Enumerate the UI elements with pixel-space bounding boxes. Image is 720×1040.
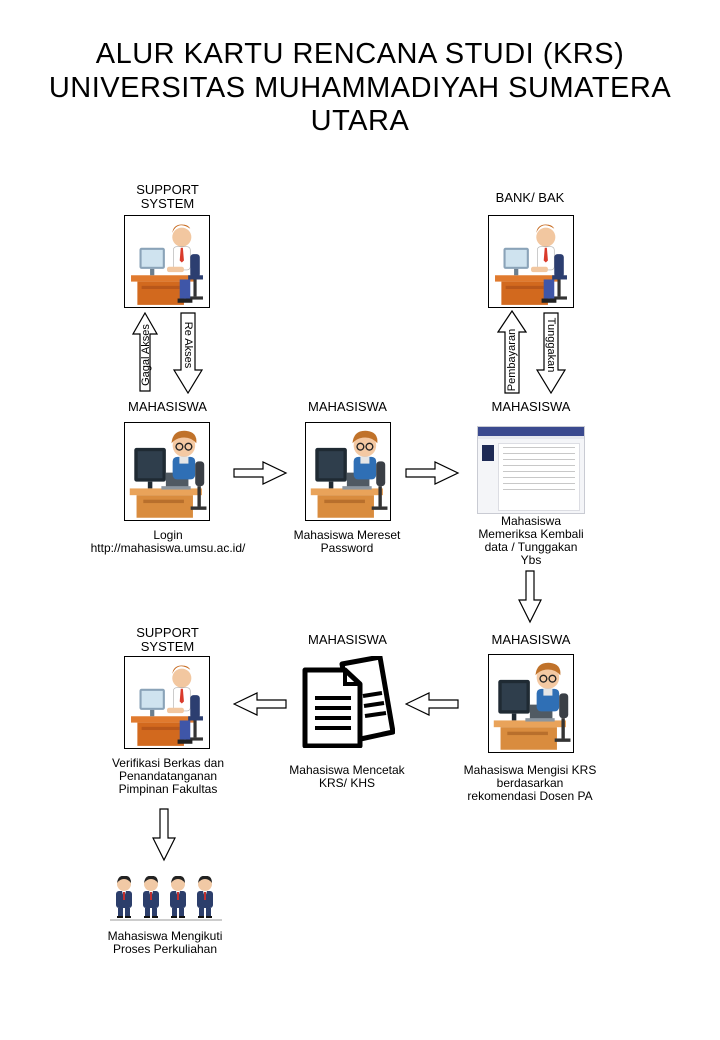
support-top-role: SUPPORT SYSTEM bbox=[110, 183, 225, 211]
support-bottom-role-line2: SYSTEM bbox=[140, 639, 195, 654]
mhs-print-caption-line2: KRS/ KHS bbox=[318, 776, 375, 790]
diagram-title-line2: UNIVERSITAS MUHAMMADIYAH SUMATERA UTARA bbox=[48, 72, 672, 137]
mhs-login-box bbox=[124, 422, 210, 521]
mhs-print-role: MAHASISWA bbox=[308, 632, 387, 647]
tunggakan-label: Tunggakan bbox=[545, 317, 557, 373]
arrow-check-to-fill bbox=[518, 570, 542, 623]
support-bottom-caption-line2: Penandatanganan bbox=[118, 769, 218, 783]
gagal-akses-label: Gagal Akses bbox=[140, 324, 152, 386]
mhs-login-caption-line2: http://mahasiswa.umsu.ac.id/ bbox=[90, 541, 246, 555]
students-group-icon bbox=[110, 876, 222, 921]
student-computer-icon bbox=[493, 662, 572, 751]
student-computer-icon bbox=[310, 430, 389, 519]
office-worker-icon bbox=[130, 664, 204, 747]
arrow-support-to-students bbox=[152, 808, 176, 861]
student-computer-icon bbox=[129, 430, 208, 519]
students-caption-line1: Mahasiswa Mengikuti bbox=[107, 929, 223, 943]
mhs-fill-caption-line3: rekomendasi Dosen PA bbox=[467, 789, 593, 803]
support-bottom-role: SUPPORT SYSTEM bbox=[110, 626, 225, 654]
arrow-fill-to-print bbox=[405, 692, 459, 716]
mhs-fill-caption: Mahasiswa Mengisi KRS berdasarkan rekome… bbox=[455, 764, 605, 803]
support-top-role-line1: SUPPORT bbox=[136, 182, 199, 197]
arrow-reset-to-check bbox=[405, 461, 459, 485]
support-top-role-line2: SYSTEM bbox=[140, 196, 195, 211]
support-bottom-caption-line1: Verifikasi Berkas dan bbox=[111, 756, 225, 770]
students-caption: Mahasiswa Mengikuti Proses Perkuliahan bbox=[90, 930, 240, 956]
student-portal-screenshot bbox=[477, 426, 585, 514]
pembayaran-label: Pembayaran bbox=[506, 328, 518, 392]
support-top-box bbox=[124, 215, 210, 308]
documents-icon bbox=[302, 656, 395, 748]
mhs-reset-box bbox=[305, 422, 391, 521]
mhs-login-role: MAHASISWA bbox=[128, 399, 207, 414]
mhs-login-caption-line1: Login bbox=[153, 528, 183, 542]
arrow-login-to-reset bbox=[233, 461, 287, 485]
mhs-check-caption-line3: data / Tunggakan bbox=[484, 540, 578, 554]
mhs-fill-box bbox=[488, 654, 574, 753]
mhs-fill-caption-line1: Mahasiswa Mengisi KRS bbox=[463, 763, 597, 777]
support-bottom-role-line1: SUPPORT bbox=[136, 625, 199, 640]
mhs-fill-caption-line2: berdasarkan bbox=[496, 776, 564, 790]
mhs-print-caption-line1: Mahasiswa Mencetak bbox=[289, 763, 405, 777]
mhs-fill-role: MAHASISWA bbox=[491, 632, 571, 647]
pembayaran-arrow bbox=[497, 310, 527, 394]
support-bottom-box bbox=[124, 656, 210, 749]
bank-role: BANK/ BAK bbox=[495, 190, 565, 205]
bank-box bbox=[488, 215, 574, 308]
mhs-check-caption-line2: Memeriksa Kembali bbox=[478, 527, 584, 541]
mhs-reset-caption-line1: Mahasiswa Mereset bbox=[293, 528, 401, 542]
mhs-check-caption-line4: Ybs bbox=[520, 553, 542, 567]
portal-avatar bbox=[482, 445, 494, 461]
mhs-reset-caption: Mahasiswa Mereset Password bbox=[272, 529, 422, 555]
portal-data-panel bbox=[498, 443, 580, 511]
office-worker-icon bbox=[494, 223, 568, 306]
re-akses-arrow bbox=[173, 312, 203, 394]
mhs-login-caption: Login http://mahasiswa.umsu.ac.id/ bbox=[70, 529, 266, 555]
gagal-akses-arrow bbox=[132, 312, 158, 392]
mhs-check-caption-line1: Mahasiswa bbox=[500, 514, 562, 528]
office-worker-icon bbox=[130, 223, 204, 306]
tunggakan-arrow bbox=[536, 312, 566, 394]
arrow-print-to-support bbox=[233, 692, 287, 716]
mhs-check-role: MAHASISWA bbox=[491, 399, 571, 414]
diagram-title-line1: ALUR KARTU RENCANA STUDI (KRS) bbox=[95, 38, 625, 70]
support-bottom-caption-line3: Pimpinan Fakultas bbox=[118, 782, 218, 796]
re-akses-label: Re Akses bbox=[182, 321, 194, 369]
mhs-check-caption: Mahasiswa Memeriksa Kembali data / Tungg… bbox=[462, 515, 600, 567]
students-caption-line2: Proses Perkuliahan bbox=[112, 942, 218, 956]
support-bottom-caption: Verifikasi Berkas dan Penandatanganan Pi… bbox=[94, 757, 242, 796]
portal-header-bar bbox=[478, 427, 584, 436]
mhs-print-caption: Mahasiswa Mencetak KRS/ KHS bbox=[272, 764, 422, 790]
mhs-reset-role: MAHASISWA bbox=[308, 399, 387, 414]
mhs-reset-caption-line2: Password bbox=[320, 541, 374, 555]
